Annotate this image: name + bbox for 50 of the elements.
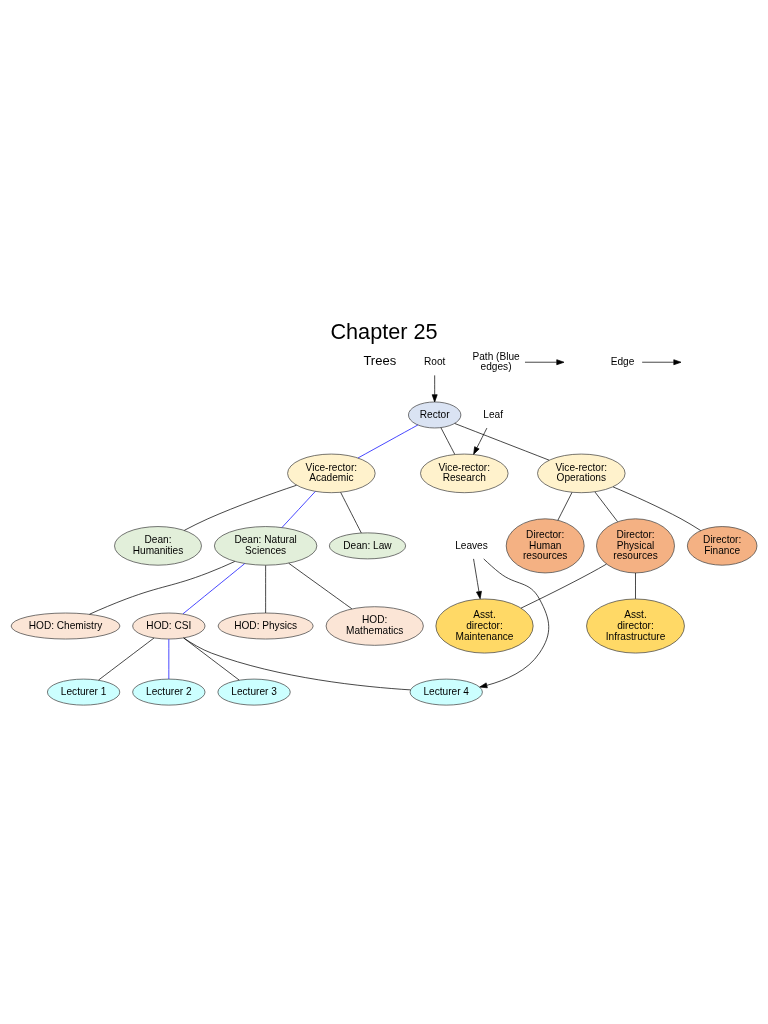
connector: [557, 492, 573, 521]
node-ellipse: Vice-rector: Operations: [537, 453, 626, 494]
node-ellipse: Vice-rector: Research: [420, 453, 509, 494]
node-ellipse: Rector: [408, 401, 462, 429]
node-text: Edge: [610, 355, 635, 367]
connector: [594, 491, 618, 522]
node-ellipse: Director: Human resources: [505, 518, 585, 574]
arrow: [473, 558, 482, 600]
node-text: Path (Blue edges): [472, 350, 520, 373]
node-ellipse: HOD: Mathematics: [325, 606, 424, 646]
arrow: [641, 359, 682, 366]
node-text: Leaves: [455, 539, 488, 551]
node-ellipse: Director: Finance: [687, 526, 758, 566]
node-ellipse: Lecturer 3: [217, 678, 291, 706]
node-ellipse: HOD: Physics: [217, 612, 314, 640]
node-ellipse: HOD: Chemistry: [10, 612, 121, 640]
arrow: [473, 427, 488, 455]
node-ellipse: Lecturer 2: [132, 678, 206, 706]
connector: [520, 563, 607, 609]
node-ellipse: Lecturer 4: [409, 678, 483, 706]
connector: [340, 492, 362, 534]
node-ellipse: HOD: CSI: [132, 612, 206, 640]
arrow: [431, 375, 438, 403]
connector: [281, 491, 316, 528]
node-ellipse: Dean: Natural Sciences: [214, 526, 318, 566]
connector: [98, 637, 155, 681]
node-ellipse: Director: Physical resources: [596, 518, 675, 574]
label: Trees: [363, 353, 397, 369]
connector: [288, 562, 353, 610]
node-ellipse: Asst. director: Infrastructure: [586, 598, 685, 654]
node-ellipse: Dean: Humanities: [114, 526, 202, 566]
node-ellipse: Lecturer 1: [47, 678, 121, 706]
connector: [454, 423, 550, 461]
connector: [612, 486, 702, 531]
connector: [635, 572, 636, 600]
connector: [440, 427, 456, 455]
node-text: Root: [424, 355, 446, 367]
connector: [183, 637, 411, 691]
connector: [183, 484, 297, 531]
node-ellipse: Vice-rector: Academic: [287, 453, 376, 494]
connector: [265, 565, 266, 614]
arrow: [479, 558, 550, 689]
node-ellipse: Asst. director: Maintenance: [435, 598, 534, 654]
connector: [182, 563, 245, 615]
diagram-title: Chapter 25: [330, 319, 438, 345]
arrow: [524, 359, 565, 366]
node-ellipse: Dean: Law: [329, 532, 406, 560]
node-text: Leaf: [483, 408, 504, 420]
connector: [89, 561, 236, 615]
connector: [357, 424, 419, 459]
